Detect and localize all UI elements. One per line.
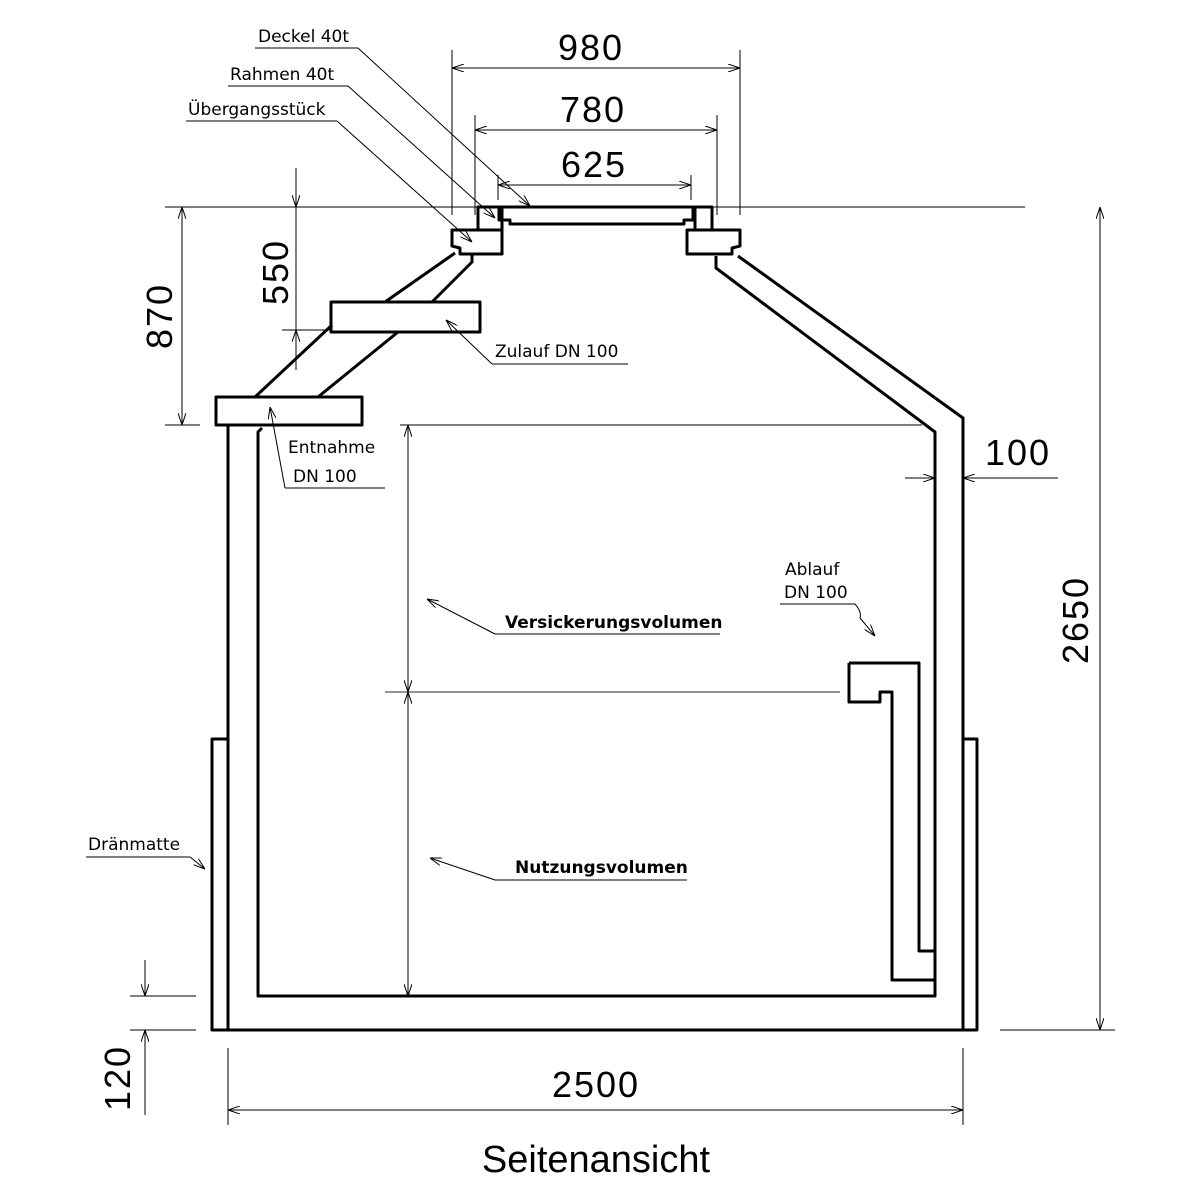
label-entnahme: Entnahme DN 100: [270, 407, 385, 489]
svg-text:Übergangsstück: Übergangsstück: [188, 98, 326, 120]
svg-text:Nutzungsvolumen: Nutzungsvolumen: [515, 858, 688, 878]
uebergangsstueck-right: [685, 228, 742, 256]
dimension-2500: 2500: [227, 1048, 964, 1125]
dimension-label: 2650: [1055, 576, 1096, 664]
entnahme-pipe: [214, 395, 364, 427]
dimension-label: 625: [561, 144, 627, 185]
draenmatte-left: [210, 737, 228, 1032]
tank-body: [226, 251, 965, 1032]
dimension-625: 625: [497, 144, 692, 200]
dimension-870: 870: [139, 207, 200, 426]
svg-text:Ablauf: Ablauf: [785, 560, 840, 580]
dimension-120: 120: [97, 960, 196, 1115]
dimension-label: 120: [97, 1045, 138, 1111]
ablauf-pipe-inner: [847, 663, 935, 982]
svg-text:Versickerungsvolumen: Versickerungsvolumen: [505, 613, 722, 633]
label-rahmen: Rahmen 40t: [228, 65, 495, 218]
ablauf-pipe-outer: [849, 661, 935, 953]
svg-text:Dränmatte: Dränmatte: [88, 835, 180, 855]
label-deckel: Deckel 40t: [255, 27, 530, 206]
dimension-label: 980: [558, 27, 624, 68]
uebergangsstueck-left: [450, 228, 504, 256]
label-draenmatte: Dränmatte: [86, 835, 205, 869]
dimension-label: 2500: [552, 1064, 640, 1105]
svg-text:DN 100: DN 100: [784, 583, 848, 603]
drawing-title: Seitenansicht: [482, 1139, 711, 1181]
svg-text:Zulauf DN 100: Zulauf DN 100: [495, 342, 618, 362]
rahmen-right: [693, 205, 714, 230]
dimension-label: 870: [139, 283, 180, 349]
svg-text:Entnahme: Entnahme: [288, 438, 375, 458]
svg-text:DN 100: DN 100: [293, 467, 357, 487]
dimension-label: 780: [560, 89, 626, 130]
dimension-label: 100: [985, 432, 1051, 473]
dimension-980: 980: [451, 27, 741, 215]
label-zulauf: Zulauf DN 100: [446, 320, 628, 365]
label-ablauf: Ablauf DN 100: [780, 560, 875, 636]
zulauf-pipe: [329, 300, 482, 334]
dimension-100: 100: [905, 432, 1058, 478]
label-versickerungsvolumen: Versickerungsvolumen: [427, 599, 722, 635]
dimension-780: 780: [474, 89, 718, 215]
svg-text:Deckel 40t: Deckel 40t: [258, 27, 349, 47]
label-uebergangsstueck: Übergangsstück: [186, 98, 472, 242]
dimension-label: 550: [255, 239, 296, 305]
svg-text:Rahmen 40t: Rahmen 40t: [230, 65, 334, 85]
volume-dimension: [385, 424, 922, 996]
label-nutzungsvolumen: Nutzungsvolumen: [430, 858, 688, 881]
dimension-2650: 2650: [1000, 207, 1115, 1031]
deckel: [497, 205, 695, 226]
dimension-550: 550: [255, 168, 330, 370]
draenmatte-right: [963, 737, 979, 1032]
